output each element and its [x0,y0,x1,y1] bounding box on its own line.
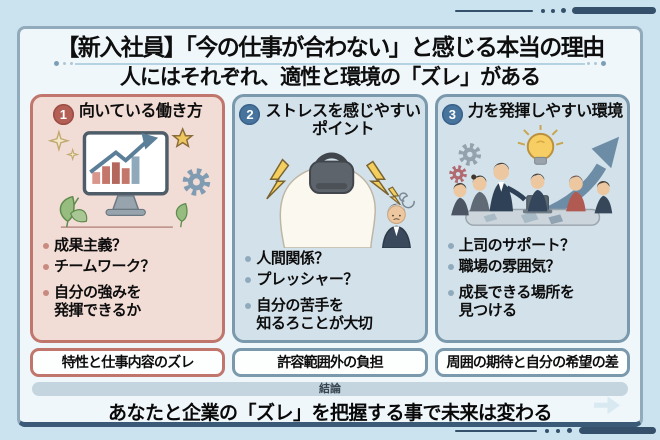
sparkle-icon [47,129,71,153]
card-environment: 3 力を発揮しやすい環境 [434,94,630,344]
top-decor-dot [551,9,555,13]
bullet-dot [43,264,49,271]
bullet-list: 成果主義？ チームワーク？ 自分の強みを 発揮できるか [33,235,222,323]
dizzy-swirl-icon [399,192,416,209]
bullet-dot [447,243,454,250]
kettlebell-icon [309,152,355,195]
card-header: 2 ストレスを感じやすい ポイント [235,97,424,138]
divider-line [75,62,585,65]
person-seated-left [469,174,490,212]
bullet-item: 職場の雰囲気？ [447,258,623,276]
divider-dot [63,62,67,66]
bullet-item: 成果主義？ [43,237,218,255]
page-subtitle: 人にはそれぞれ、適性と環境の「ズレ」がある [119,66,541,90]
bullet-item: 自分の強みを 発揮できるか [43,284,218,320]
growth-arrow [89,141,147,174]
person-seated-far-left [450,183,469,216]
top-decor-line [455,10,533,12]
card-header: 1 向いている働き方 [33,97,222,126]
cards-row: 1 向いている働き方 [28,94,632,378]
top-decor-bar [572,7,656,14]
number-badge-3: 3 [441,104,463,126]
bullet-dot [245,256,252,263]
divider-dot [593,62,597,66]
sparkle-icon [65,147,80,162]
title-divider [52,61,608,67]
number-badge-2: 2 [239,104,261,126]
bullet-dot [447,264,454,271]
bullet-dot [447,290,454,297]
bar [102,166,110,185]
bar [92,172,101,185]
number-badge-1: 1 [52,104,74,126]
bottom-decor-line [455,430,537,432]
bar [111,162,120,185]
bullet-item: 成長できる場所を 見つける [447,284,623,320]
tired-man-illustration [382,192,416,249]
card-title: ストレスを感じやすい ポイント [265,103,421,138]
star-icon [171,127,195,149]
bottom-decor-dot [545,429,549,433]
leaf-icon [175,203,188,228]
bullet-item: 上司のサポート？ [447,237,623,255]
lightbulb-icon [517,125,564,165]
bullet-item: プレッシャー？ [245,271,420,289]
main-panel: 【新入社員】「今の仕事が合わない」と感じる本当の理由 人にはそれぞれ、適性と環境… [17,26,643,427]
conclusion-label-bar: 結論 [32,382,628,397]
bullet-item: チームワーク？ [43,258,218,276]
divider-dot [600,61,606,67]
bullet-item: 人間関係？ [245,250,420,268]
person-seated-right [565,175,586,212]
monitor-icon [82,131,169,217]
divider-dot [586,62,590,66]
bar [121,168,130,185]
papers [483,213,497,223]
bottom-decor-bar [579,427,656,434]
gear-icon [448,165,467,184]
column-stress-points: 2 ストレスを感じやすい ポイント [232,94,428,378]
bullet-dot [245,277,252,284]
card-title: 向いている働き方 [78,103,203,121]
card-header: 3 力を発揮しやすい環境 [438,97,627,126]
monitor-growth-chart-illustration [33,125,222,235]
bullet-list: 人間関係？ プレッシャー？ 自分の苦手を 知るろことが大切 [235,248,424,336]
bullet-list: 上司のサポート？ 職場の雰囲気？ 成長できる場所を 見つける [438,235,627,323]
weight-on-head-illustration [235,138,424,249]
top-decor-dot [541,9,545,13]
bullet-dot [245,303,252,310]
card-title: 力を発揮しやすい環境 [467,103,623,121]
bottom-decor-dot [567,428,572,433]
team-meeting-illustration [438,125,627,235]
column-working-style: 1 向いている働き方 [30,94,226,378]
card-footer-label: 許容範囲外の負担 [232,348,428,378]
card-stress-points: 2 ストレスを感じやすい ポイント [232,94,428,344]
divider-dot [70,62,74,66]
bar [131,156,140,185]
papers [520,211,539,224]
bullet-dot [43,290,49,297]
arrow-right-icon [594,396,620,415]
bottom-decor-dot [556,429,560,433]
card-footer-label: 特性と仕事内容のズレ [30,348,226,378]
card-footer-label: 周囲の期待と自分の希望の差 [434,348,630,378]
divider-dot [54,61,60,67]
lightning-icon [266,158,290,200]
person-seated-far-right [594,181,612,214]
person-presenter [489,162,527,212]
bullet-item: 自分の苦手を 知るろことが大切 [245,297,420,333]
leaf-icon [59,196,88,228]
card-working-style: 1 向いている働き方 [30,94,226,344]
column-environment: 3 力を発揮しやすい環境 [434,94,630,378]
top-decor-dot [561,8,566,13]
gear-icon [458,143,481,166]
lightning-icon [388,186,402,206]
gear-icon [182,168,211,196]
papers [548,214,563,225]
page-title: 【新入社員】「今の仕事が合わない」と感じる本当の理由 [56,34,605,60]
person-seated-center [527,173,548,212]
bullet-dot [43,243,49,250]
lightning-icon [366,160,390,196]
conclusion-text: あなたと企業の「ズレ」を把握する事で未来は変わる [28,396,632,422]
